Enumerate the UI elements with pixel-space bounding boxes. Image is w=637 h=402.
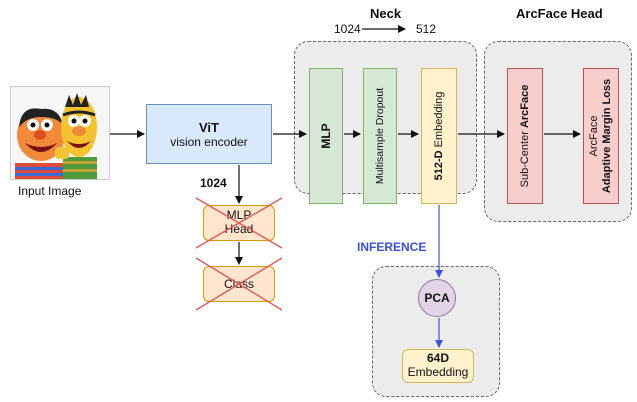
- neck-title: Neck: [370, 6, 402, 21]
- input-image: [10, 86, 110, 180]
- dim-to-label: 512: [416, 22, 437, 36]
- output-embedding-bold: 64D: [426, 351, 449, 366]
- cross-mlp-head-2: [195, 197, 283, 249]
- output-embedding-box: 64D Embedding: [402, 349, 474, 383]
- dropout-block: Multisample Dropout: [363, 68, 397, 204]
- arcface-head-title: ArcFace Head: [516, 6, 603, 21]
- vit-encoder-box: ViT vision encoder: [146, 104, 272, 164]
- vit-output-dim: 1024: [200, 176, 227, 190]
- vit-title: ViT: [199, 119, 219, 135]
- subcenter-arcface-block: Sub-Center ArcFace: [507, 68, 543, 204]
- output-embedding-rest: Embedding: [407, 365, 469, 379]
- cross-class-2: [195, 257, 283, 311]
- adaptive-margin-loss-block: ArcFace Adaptive Margin Loss: [583, 68, 619, 204]
- puppets-illustration: [15, 93, 97, 179]
- pca-node: PCA: [418, 279, 456, 317]
- pca-label: PCA: [424, 291, 450, 305]
- dim-from-label: 1024: [334, 22, 361, 36]
- embedding-block: 512-D Embedding: [421, 68, 457, 204]
- vit-subtitle: vision encoder: [170, 134, 248, 149]
- inference-label: INFERENCE: [357, 240, 427, 254]
- input-image-label: Input Image: [18, 184, 82, 198]
- mlp-block: MLP: [309, 68, 343, 204]
